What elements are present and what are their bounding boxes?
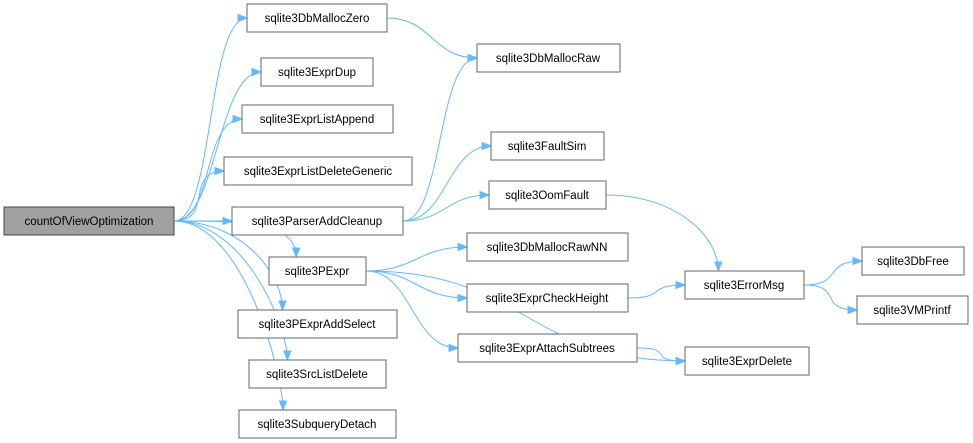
arrowhead-icon <box>448 343 460 353</box>
node-sqlite3faultsim[interactable]: sqlite3FaultSim <box>490 131 605 161</box>
arrowhead-icon <box>457 242 469 252</box>
arrowhead-icon <box>714 261 723 273</box>
arrowhead-icon <box>237 13 249 23</box>
svg-text:sqlite3VMPrintf: sqlite3VMPrintf <box>873 305 951 317</box>
edge-errormsg-to-vmprintf <box>803 284 858 311</box>
svg-text:sqlite3DbMallocZero: sqlite3DbMallocZero <box>265 13 370 25</box>
arrowhead-icon <box>278 400 288 412</box>
node-sqlite3exprdup[interactable]: sqlite3ExprDup <box>260 57 374 87</box>
node-sqlite3srclistdelete[interactable]: sqlite3SrcListDelete <box>248 359 387 389</box>
svg-text:sqlite3ExprListAppend: sqlite3ExprListAppend <box>260 114 374 126</box>
svg-text:sqlite3ErrorMsg: sqlite3ErrorMsg <box>704 280 785 292</box>
node-sqlite3exprattachsubtrees[interactable]: sqlite3ExprAttachSubtrees <box>457 333 638 363</box>
edge-oomfault-to-errormsg <box>605 194 719 272</box>
svg-text:sqlite3PExpr: sqlite3PExpr <box>285 266 350 278</box>
edge-checkheight-to-errormsg <box>627 284 686 299</box>
arrowhead-icon <box>481 141 493 151</box>
edge-root-to-malloczero <box>173 17 248 222</box>
node-sqlite3pexpraddselect[interactable]: sqlite3PExprAddSelect <box>237 309 398 339</box>
arrowhead-icon <box>278 300 287 312</box>
edge-root-to-exprdup <box>173 71 262 222</box>
node-sqlite3exprlistdeletegeneric[interactable]: sqlite3ExprListDeleteGeneric <box>223 156 413 186</box>
edge-pexpr-to-attachsubtrees <box>365 270 459 349</box>
svg-text:sqlite3DbMallocRawNN: sqlite3DbMallocRawNN <box>487 242 608 254</box>
edge-errormsg-to-dbfree <box>803 260 863 286</box>
edge-addcleanup-to-faultsim <box>402 145 492 222</box>
arrowhead-icon <box>479 190 491 200</box>
node-sqlite3dbmallocrawnn[interactable]: sqlite3DbMallocRawNN <box>466 232 629 262</box>
edge-root-to-listappend <box>173 118 243 222</box>
arrowhead-icon <box>251 67 263 77</box>
edge-malloczero-to-mallocraw <box>386 17 478 59</box>
node-sqlite3oomfault[interactable]: sqlite3OomFault <box>488 180 607 210</box>
svg-text:sqlite3OomFault: sqlite3OomFault <box>505 190 590 202</box>
edge-pexpr-to-checkheight <box>365 270 468 299</box>
arrowhead-icon <box>467 53 479 63</box>
edge-root-to-srclistdelete <box>173 220 288 361</box>
svg-text:sqlite3ExprDelete: sqlite3ExprDelete <box>702 356 792 368</box>
node-sqlite3exprdelete[interactable]: sqlite3ExprDelete <box>684 346 810 376</box>
svg-text:sqlite3PExprAddSelect: sqlite3PExprAddSelect <box>259 319 377 331</box>
node-sqlite3dbmallocraw[interactable]: sqlite3DbMallocRaw <box>476 43 621 73</box>
arrowhead-icon <box>847 305 859 315</box>
arrowhead-icon <box>222 216 234 226</box>
node-sqlite3errormsg[interactable]: sqlite3ErrorMsg <box>684 270 805 300</box>
node-countofviewoptimization[interactable]: countOfViewOptimization <box>3 206 175 236</box>
svg-text:sqlite3SubqueryDetach: sqlite3SubqueryDetach <box>258 419 377 431</box>
arrowhead-icon <box>291 247 301 259</box>
node-sqlite3exprcheckheight[interactable]: sqlite3ExprCheckHeight <box>466 283 629 313</box>
svg-text:sqlite3ExprCheckHeight: sqlite3ExprCheckHeight <box>486 293 610 305</box>
function-nodes: countOfViewOptimization sqlite3DbMallocZ… <box>3 3 969 439</box>
svg-text:countOfViewOptimization: countOfViewOptimization <box>25 216 154 228</box>
node-sqlite3subquerydetach[interactable]: sqlite3SubqueryDetach <box>238 409 397 439</box>
edge-root-to-subquerydetach <box>173 220 284 411</box>
node-sqlite3pexpr[interactable]: sqlite3PExpr <box>268 256 367 286</box>
svg-text:sqlite3ExprAttachSubtrees: sqlite3ExprAttachSubtrees <box>479 343 615 355</box>
arrowhead-icon <box>457 293 469 303</box>
svg-text:sqlite3ExprDup: sqlite3ExprDup <box>278 67 356 79</box>
edge-root-to-addselect <box>173 220 284 311</box>
svg-text:sqlite3FaultSim: sqlite3FaultSim <box>508 141 587 153</box>
node-sqlite3dbfree[interactable]: sqlite3DbFree <box>861 246 965 276</box>
call-edges <box>173 13 864 412</box>
arrowhead-icon <box>232 114 244 124</box>
edge-pexpr-to-mallocrawnn <box>365 246 468 272</box>
edge-addcleanup-to-oomfault <box>402 194 490 222</box>
arrowhead-icon <box>283 350 292 362</box>
arrowhead-icon <box>852 256 864 266</box>
svg-text:sqlite3DbFree: sqlite3DbFree <box>877 256 949 268</box>
edge-attachsubtrees-to-exprdelete <box>636 347 686 362</box>
svg-text:sqlite3ExprListDeleteGeneric: sqlite3ExprListDeleteGeneric <box>244 166 393 178</box>
arrowhead-icon <box>675 280 687 290</box>
node-sqlite3exprlistappend[interactable]: sqlite3ExprListAppend <box>241 104 394 134</box>
svg-text:sqlite3DbMallocRaw: sqlite3DbMallocRaw <box>496 53 601 65</box>
node-sqlite3vmprintf[interactable]: sqlite3VMPrintf <box>856 295 969 325</box>
node-sqlite3parseraddcleanup[interactable]: sqlite3ParserAddCleanup <box>231 206 404 236</box>
edge-root-to-listdeletegeneric <box>173 170 225 222</box>
arrowhead-icon <box>675 356 687 366</box>
arrowhead-icon <box>214 166 226 176</box>
svg-text:sqlite3ParserAddCleanup: sqlite3ParserAddCleanup <box>252 216 382 228</box>
node-sqlite3dbmalloczero[interactable]: sqlite3DbMallocZero <box>246 3 388 33</box>
edge-addcleanup-to-mallocraw <box>402 57 478 222</box>
svg-text:sqlite3SrcListDelete: sqlite3SrcListDelete <box>266 369 368 381</box>
